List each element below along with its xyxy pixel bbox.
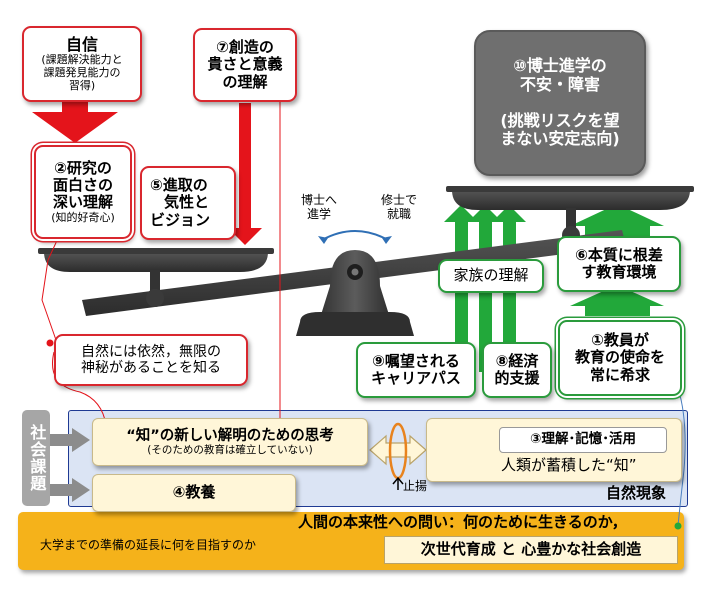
mystery-line2: 神秘があることを知る (81, 360, 221, 376)
social-arrow-1 (50, 428, 90, 452)
confidence-sub2: 課題発見能力の (43, 65, 121, 79)
social-issues-label: 社会課題 (27, 424, 47, 492)
synthesis-label: 止揚 (403, 479, 428, 493)
node2-line4: (知的好奇心) (51, 210, 115, 224)
node1-line1: ①教員が (591, 331, 649, 350)
natural-phenomena-label: 自然現象 (606, 484, 667, 502)
node3-sub: 人類が蓄積した“知” (501, 456, 637, 474)
confidence-title: 自信 (65, 34, 98, 54)
node1-teachers: ①教員が 教育の使命を 常に希求 (558, 320, 682, 396)
node4-label: ④教養 (172, 483, 216, 502)
node10-line3: (挑戦リスクを望 (500, 111, 620, 130)
node3-accumulated-knowledge: ③理解･記憶･活用 人類が蓄積した“知” (426, 418, 682, 482)
node5-line2: 気性と (164, 193, 210, 212)
green-arrow-node6 (570, 204, 664, 236)
social-arrow-2 (50, 478, 90, 502)
node3-title-box: ③理解･記憶･活用 (499, 427, 667, 453)
confidence-sub1: (課題解決能力と (41, 53, 123, 67)
nature-mystery: 自然には依然，無限の 神秘があることを知る (54, 334, 248, 386)
next-generation-box: 次世代育成 と 心豊かな社会創造 (384, 536, 678, 564)
right-pan-rim (446, 186, 694, 192)
node8-financial: ⑧経済 的支援 (482, 342, 552, 398)
human-question: 人間の本来性への問い：何のために生きるのか， (298, 513, 627, 531)
node2-research-interest: ②研究の 面白さの 深い理解 (知的好奇心) (34, 145, 132, 239)
right-pan (452, 190, 690, 210)
node7-creation: ⑦創造の 貴さと意義 の理解 (193, 28, 297, 102)
scale-left-line2: 進学 (306, 207, 331, 221)
scale-base (296, 312, 414, 336)
node7-line3: の理解 (222, 72, 268, 91)
new-knowledge-thinking: “知”の新しい解明のための思考 (そのための教育は確立していない) (92, 418, 368, 466)
node10-line4: まない安定志向) (500, 129, 620, 149)
node10-line1: ⑩博士進学の (513, 56, 607, 76)
node5-line3: ビジョン (150, 210, 211, 229)
creation-down-arrow (228, 103, 262, 245)
scale-right-line1: 修士で (380, 193, 417, 208)
node7-line2: 貴さと意義 (207, 55, 283, 74)
scale-right-line2: 就職 (386, 207, 411, 221)
node5-vision: ⑤進取の 気性と ビジョン (140, 166, 236, 240)
node9-line2: キャリアパス (371, 369, 461, 387)
node10-line2: 不安・障害 (519, 74, 600, 94)
social-issues-box: 社会課題 (22, 410, 50, 506)
thinking-line1: “知”の新しい解明のための思考 (126, 427, 334, 444)
node3-title: ③理解･記憶･活用 (530, 431, 636, 448)
connector-red-1 (41, 233, 61, 341)
preparation-goal: 大学までの準備の延長に何を目指すのか (40, 538, 257, 552)
thinking-line2: (そのための教育は確立していない) (147, 444, 313, 457)
node10-anxiety: ⑩博士進学の 不安・障害 (挑戦リスクを望 まない安定志向) (474, 30, 646, 176)
node2-line2: 面白さの (52, 176, 113, 195)
connector-blue-1 (677, 387, 686, 527)
node1-line3: 常に希求 (589, 365, 650, 384)
node2-line1: ②研究の (54, 158, 112, 177)
scale-left-line1: 博士へ (300, 193, 337, 208)
node9-career: ⑨嘱望される キャリアパス (356, 342, 476, 398)
node9-line1: ⑨嘱望される (372, 351, 460, 370)
node4-liberal-arts: ④教養 (92, 474, 296, 512)
family-understanding: 家族の理解 (438, 259, 544, 293)
confidence-down-arrow (32, 102, 118, 143)
left-pan (44, 252, 268, 272)
left-pan-rim (38, 248, 274, 254)
scale-label-doctor: 博士へ 進学 (292, 190, 346, 226)
synthesis-double-arrow (369, 434, 427, 466)
connector-red-2 (52, 351, 107, 426)
node6-line1: ⑥本質に根差 (575, 245, 663, 264)
node8-line2: 的支援 (494, 369, 540, 387)
scale-pillar (320, 250, 390, 318)
confidence-box: 自信 (課題解決能力と 課題発見能力の 習得) (22, 26, 142, 102)
node6-environment: ⑥本質に根差 す教育環境 (557, 236, 681, 292)
node5-line1: ⑤進取の (150, 176, 208, 195)
scale-label-master: 修士で 就職 (372, 190, 426, 226)
node7-line1: ⑦創造の (216, 38, 274, 57)
node6-line2: す教育環境 (581, 263, 657, 281)
mystery-line1: 自然には依然，無限の (81, 343, 221, 360)
confidence-sub3: 習得) (68, 78, 96, 92)
node8-line1: ⑧経済 (495, 351, 539, 370)
node1-line2: 教育の使命を (574, 348, 665, 367)
family-label: 家族の理解 (453, 266, 529, 285)
green-arrow-node1 (570, 285, 664, 316)
next-generation-label: 次世代育成 と 心豊かな社会創造 (420, 540, 642, 559)
node2-line3: 深い理解 (52, 193, 113, 212)
